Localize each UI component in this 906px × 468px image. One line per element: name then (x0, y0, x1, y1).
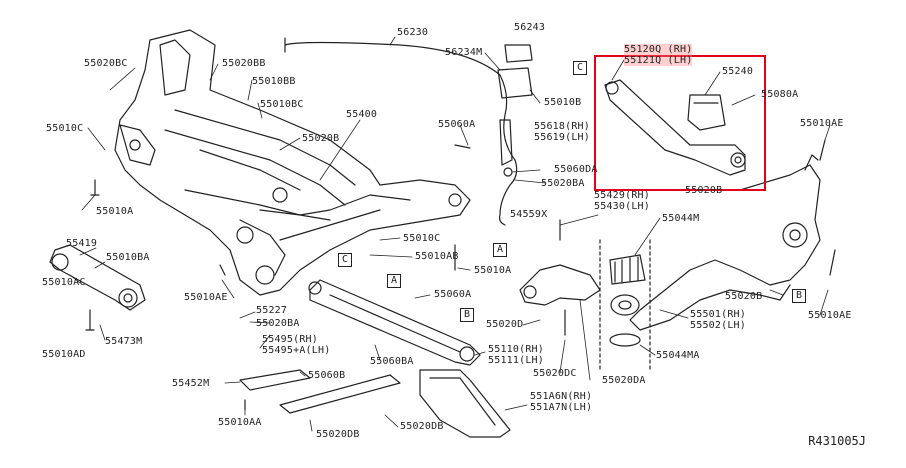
part-label: 55400 (346, 109, 378, 120)
part-label: 55010A (96, 206, 134, 217)
part-label: 55060A (434, 289, 472, 300)
part-label: 55419 (66, 238, 98, 249)
part-label: 56230 (397, 27, 429, 38)
callout-box: C (573, 61, 587, 75)
leader-lines (69, 36, 831, 432)
part-label: 55020BC (84, 58, 128, 69)
part-label: 55010AE (800, 118, 844, 129)
part-label: 55473M (105, 336, 143, 347)
part-label: 55110(RH) 55111(LH) (488, 344, 544, 366)
link-55419-drawing (49, 244, 146, 311)
callout-box: B (460, 308, 474, 322)
part-label: 55010B (544, 97, 582, 108)
diagram-reference-code: R431005J (808, 434, 866, 448)
part-label-highlighted: 55120Q (RH) 55121Q (LH) (624, 44, 693, 66)
part-label: 55020DC (533, 368, 577, 379)
knuckle-55501-drawing (629, 154, 821, 331)
part-label: 551A6N(RH) 551A7N(LH) (530, 391, 593, 413)
stabilizer-bar-drawing (284, 37, 518, 226)
callout-box: A (387, 274, 401, 288)
part-label: 55452M (172, 378, 210, 389)
part-label: 55429(RH) 55430(LH) (594, 190, 650, 212)
link-55429-drawing (519, 264, 601, 306)
part-label: 55044MA (656, 350, 700, 361)
part-label: 55020BA (256, 318, 300, 329)
part-label: 55020BB (222, 58, 266, 69)
callout-box: A (493, 243, 507, 257)
link-55618-drawing (499, 119, 513, 177)
bracket-56243-drawing (497, 44, 533, 99)
part-label: 55010BA (106, 252, 150, 263)
part-label: 55010AC (42, 277, 86, 288)
part-label: 55020B (685, 185, 723, 196)
part-label: 55010AE (808, 310, 852, 321)
subframe-drawing (114, 29, 471, 296)
part-label: 55010C (403, 233, 441, 244)
part-label: 56243 (514, 22, 546, 33)
part-label: 55020DB (316, 429, 360, 440)
part-label: 55020B (302, 133, 340, 144)
part-label: 55020B (725, 291, 763, 302)
lower-arm-55110-drawing (308, 279, 481, 366)
part-label: 55060B (308, 370, 346, 381)
part-label: 55227 (256, 305, 288, 316)
part-label: 55080A (761, 89, 799, 100)
bolts-drawing (85, 139, 836, 411)
part-label: 55010BB (252, 76, 296, 87)
callout-box: C (338, 253, 352, 267)
part-label: 55020BA (541, 178, 585, 189)
part-label: 55020DA (602, 375, 646, 386)
part-label: 55495(RH) 55495+A(LH) (262, 334, 331, 356)
part-label: 55010AE (184, 292, 228, 303)
spring-parts-drawing (599, 239, 651, 371)
part-label: 55501(RH) 55502(LH) (690, 309, 746, 331)
part-label: 55020D (486, 319, 524, 330)
upper-arm-55120q-drawing (604, 79, 746, 176)
part-label: 55010AA (218, 417, 262, 428)
part-label: 55044M (662, 213, 700, 224)
part-label: 55618(RH) 55619(LH) (534, 121, 590, 143)
part-label: 55240 (722, 66, 754, 77)
part-label: 54559X (510, 209, 548, 220)
part-label: 55010AD (42, 349, 86, 360)
part-label: 55020DB (400, 421, 444, 432)
part-label: 55060BA (370, 356, 414, 367)
part-label: 55010AB (415, 251, 459, 262)
part-label: 56234M (445, 47, 483, 58)
part-label: 55010BC (260, 99, 304, 110)
part-label: 55060DA (554, 164, 598, 175)
lower-brackets-drawing (239, 369, 511, 438)
highlight-frame (594, 55, 766, 191)
callout-box: B (792, 289, 806, 303)
part-label: 55060A (438, 119, 476, 130)
part-label: 55010C (46, 123, 84, 134)
part-label: 55010A (474, 265, 512, 276)
highlighted-part-number: 55120Q (RH) 55121Q (LH) (624, 44, 693, 66)
